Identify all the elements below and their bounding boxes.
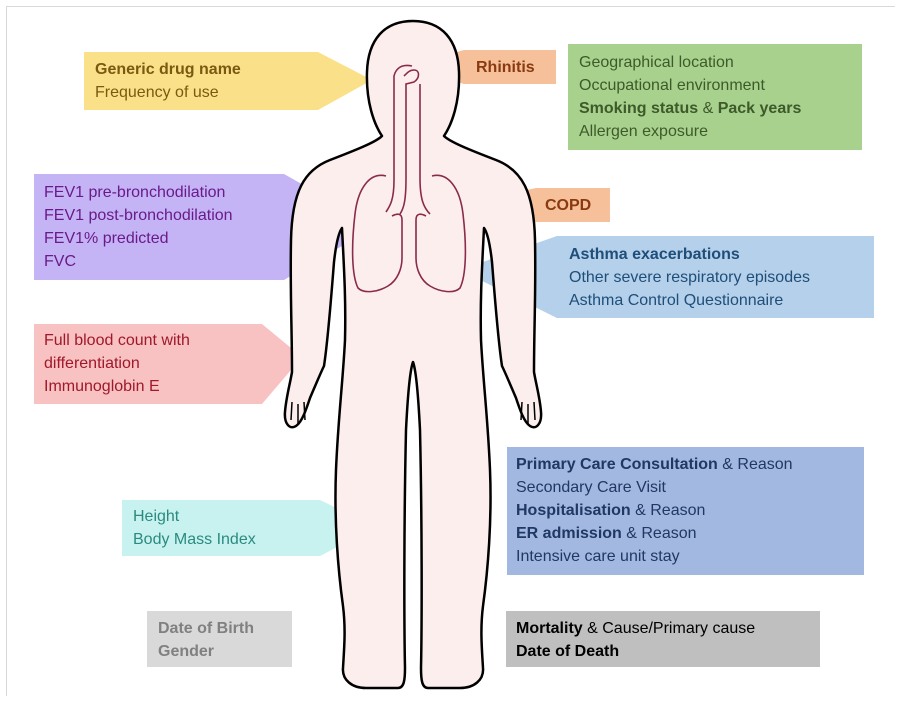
differentiation-text: differentiation	[44, 352, 190, 375]
anthropometrics-label: Height Body Mass Index	[133, 505, 256, 551]
severe-respiratory-episodes-text: Other severe respiratory episodes	[569, 266, 810, 289]
date-of-death-text: Date of Death	[516, 640, 755, 663]
hospitalisation-text: Hospitalisation	[516, 502, 631, 519]
primary-care-line: Primary Care Consultation & Reason	[516, 453, 793, 476]
geographical-location-text: Geographical location	[579, 51, 801, 74]
healthcare-label: Primary Care Consultation & Reason Secon…	[516, 453, 793, 568]
rhinitis-label: Rhinitis	[476, 56, 535, 79]
environment-label: Geographical location Occupational envir…	[579, 51, 801, 143]
fev1-pre-text: FEV1 pre-bronchodilation	[44, 181, 233, 204]
height-text: Height	[133, 505, 256, 528]
smoking-pack-years-line: Smoking status & Pack years	[579, 97, 801, 120]
pack-years-text: Pack years	[718, 100, 802, 117]
date-of-birth-text: Date of Birth	[158, 617, 254, 640]
copd-label: COPD	[545, 194, 591, 217]
bmi-text: Body Mass Index	[133, 528, 256, 551]
icu-stay-text: Intensive care unit stay	[516, 545, 793, 568]
occupational-environment-text: Occupational environment	[579, 74, 801, 97]
asthma-control-questionnaire-text: Asthma Control Questionnaire	[569, 289, 810, 312]
fev1-post-text: FEV1 post-bronchodilation	[44, 204, 233, 227]
rhinitis-text: Rhinitis	[476, 56, 535, 79]
gender-text: Gender	[158, 640, 254, 663]
mortality-label: Mortality & Cause/Primary cause Date of …	[516, 617, 755, 663]
primary-care-reason-text: & Reason	[718, 456, 793, 473]
fev1-predicted-text: FEV1% predicted	[44, 227, 233, 250]
allergen-exposure-text: Allergen exposure	[579, 120, 801, 143]
drug-name-text: Generic drug name	[95, 58, 241, 81]
smoking-status-text: Smoking status	[579, 100, 698, 117]
smoking-joiner-text: &	[698, 100, 718, 117]
mortality-line: Mortality & Cause/Primary cause	[516, 617, 755, 640]
er-admission-text: ER admission	[516, 525, 622, 542]
drug-frequency-text: Frequency of use	[95, 81, 241, 104]
mortality-text: Mortality	[516, 620, 583, 637]
secondary-care-text: Secondary Care Visit	[516, 476, 793, 499]
asthma-label: Asthma exacerbations Other severe respir…	[569, 243, 810, 312]
drug-use-label: Generic drug name Frequency of use	[95, 58, 241, 104]
er-admission-reason-text: & Reason	[622, 525, 697, 542]
immunoglobin-e-text: Immunoglobin E	[44, 375, 190, 398]
full-blood-count-text: Full blood count with	[44, 329, 190, 352]
copd-text: COPD	[545, 194, 591, 217]
hospitalisation-line: Hospitalisation & Reason	[516, 499, 793, 522]
er-admission-line: ER admission & Reason	[516, 522, 793, 545]
spirometry-label: FEV1 pre-bronchodilation FEV1 post-bronc…	[44, 181, 233, 273]
human-body-silhouette	[285, 21, 541, 688]
mortality-cause-text: & Cause/Primary cause	[583, 620, 756, 637]
demographics-label: Date of Birth Gender	[158, 617, 254, 663]
hospitalisation-reason-text: & Reason	[631, 502, 706, 519]
blood-label: Full blood count with differentiation Im…	[44, 329, 190, 398]
asthma-exacerbations-text: Asthma exacerbations	[569, 243, 810, 266]
fvc-text: FVC	[44, 250, 233, 273]
primary-care-text: Primary Care Consultation	[516, 456, 718, 473]
